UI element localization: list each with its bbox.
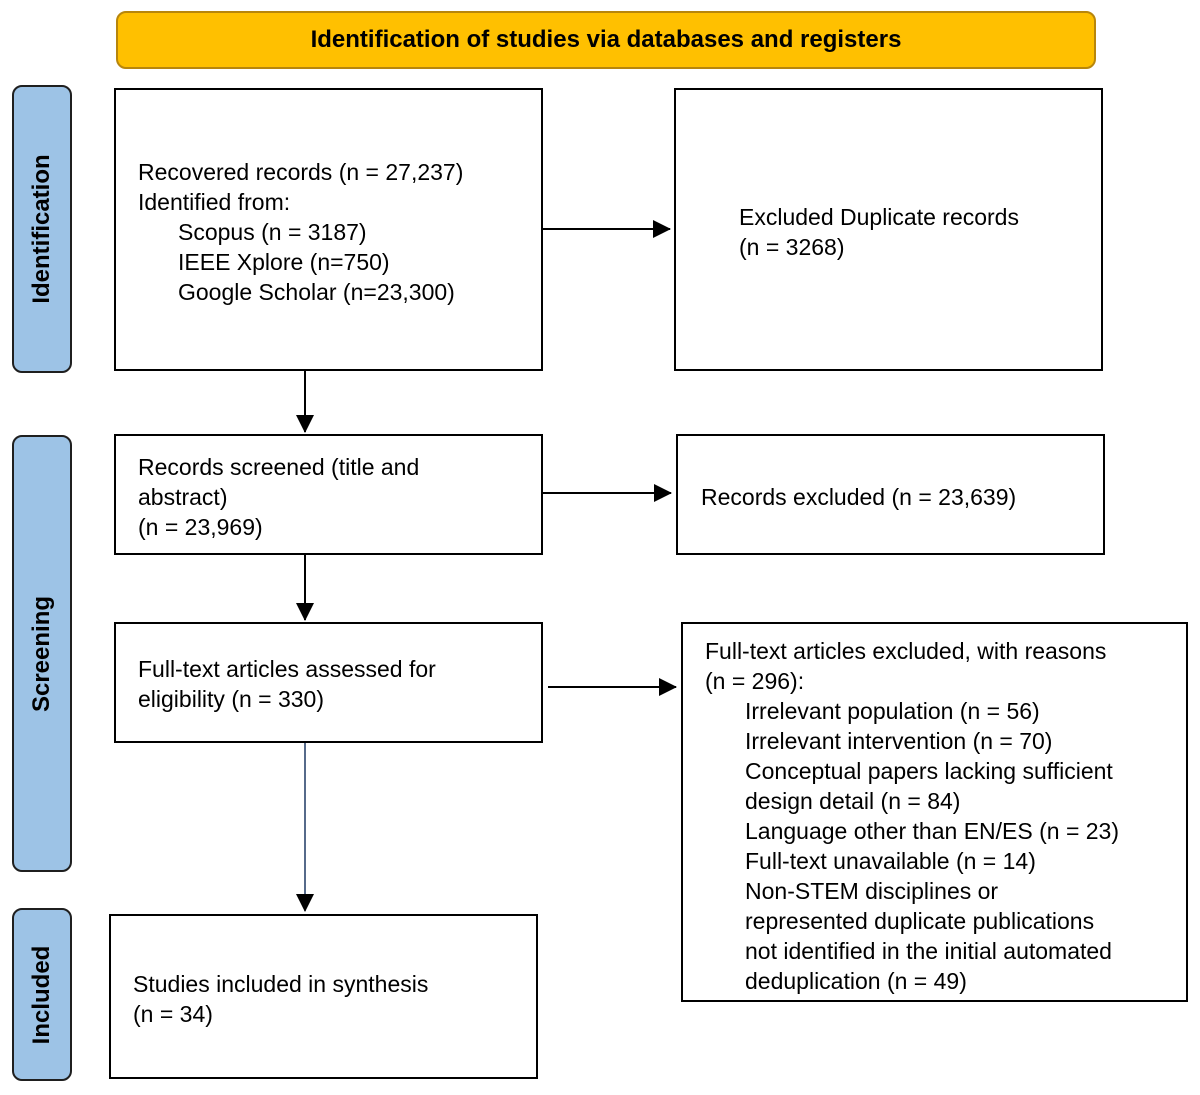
fulltext-assessed-box: Full-text articles assessed for eligibil…	[114, 622, 543, 743]
fulltext-excluded-line1: Full-text articles excluded, with reason…	[705, 638, 1107, 664]
duplicates-label: Excluded Duplicate records	[739, 204, 1019, 230]
records-excluded-box: Records excluded (n = 23,639)	[676, 434, 1105, 555]
stage-identification: Identification	[12, 85, 72, 373]
reason-item: deduplication (n = 49)	[745, 968, 967, 994]
fulltext-assessed-line1: Full-text articles assessed for	[138, 656, 436, 682]
source-scopus: Scopus (n = 3187)	[178, 219, 367, 245]
included-studies-label: Studies included in synthesis	[133, 971, 429, 997]
header-title: Identification of studies via databases …	[310, 26, 902, 53]
identified-from-label: Identified from:	[138, 189, 291, 215]
reason-item: Full-text unavailable (n = 14)	[745, 848, 1036, 874]
reason-item: design detail (n = 84)	[745, 788, 961, 814]
recovered-records-box: Recovered records (n = 27,237) Identifie…	[114, 88, 543, 371]
reason-item: Irrelevant intervention (n = 70)	[745, 728, 1053, 754]
reason-item: represented duplicate publications	[745, 908, 1095, 934]
source-ieee: IEEE Xplore (n=750)	[178, 249, 390, 275]
records-screened-line1: Records screened (title and	[138, 454, 420, 480]
recovered-records-count: Recovered records (n = 27,237)	[138, 159, 464, 185]
records-screened-line2: abstract)	[138, 484, 228, 510]
reason-item: Language other than EN/ES (n = 23)	[745, 818, 1120, 844]
fulltext-assessed-count: eligibility (n = 330)	[138, 686, 325, 712]
included-studies-box: Studies included in synthesis (n = 34)	[109, 914, 538, 1079]
reason-item: Non-STEM disciplines or	[745, 878, 999, 904]
stage-screening: Screening	[12, 435, 72, 872]
duplicates-count: (n = 3268)	[739, 234, 845, 260]
reason-item: not identified in the initial automated	[745, 938, 1112, 964]
reason-item: Irrelevant population (n = 56)	[745, 698, 1040, 724]
records-screened-count: (n = 23,969)	[138, 514, 263, 540]
header-bar: Identification of studies via databases …	[116, 11, 1096, 69]
duplicates-box: Excluded Duplicate records (n = 3268)	[674, 88, 1103, 371]
stage-included: Included	[12, 908, 72, 1081]
included-studies-count: (n = 34)	[133, 1001, 213, 1027]
source-google-scholar: Google Scholar (n=23,300)	[178, 279, 455, 305]
reason-item: Conceptual papers lacking sufficient	[745, 758, 1113, 784]
records-screened-box: Records screened (title and abstract) (n…	[114, 434, 543, 555]
fulltext-excluded-count: (n = 296):	[705, 668, 805, 694]
records-excluded-text: Records excluded (n = 23,639)	[701, 484, 1017, 510]
fulltext-excluded-box: Full-text articles excluded, with reason…	[681, 622, 1188, 1002]
